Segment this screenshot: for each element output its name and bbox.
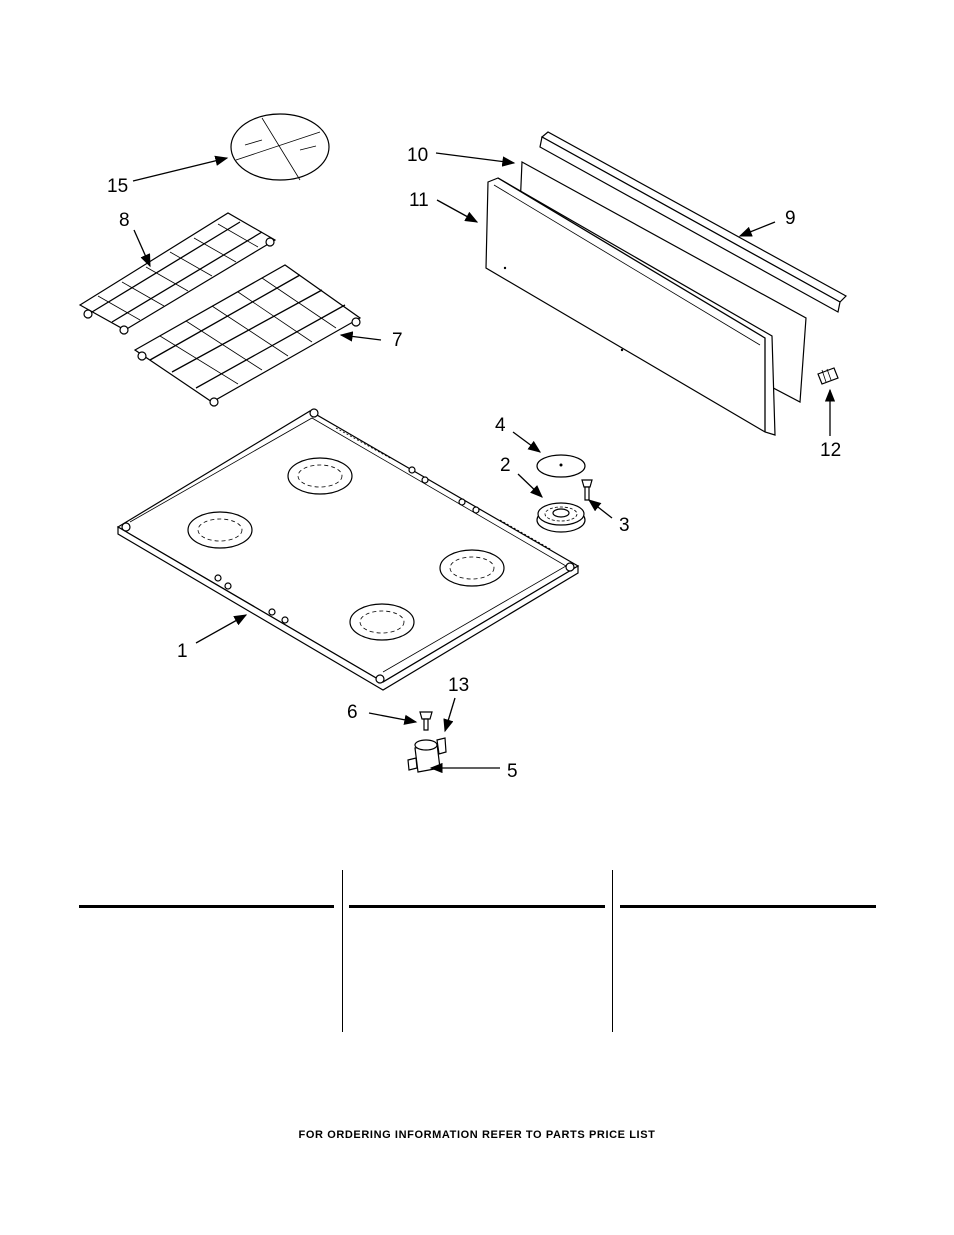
- callout-1: 1: [177, 641, 188, 662]
- parts-exploded-diagram: 15 8 10 11 9 7 4 2 3 12 1 13 6 5: [78, 113, 847, 782]
- backguard-part: [485, 177, 776, 436]
- callout-15: 15: [107, 176, 128, 197]
- callout-7: 7: [392, 330, 403, 351]
- burner-grate-left-part: [78, 212, 277, 335]
- burner-cap-part: [536, 454, 586, 478]
- grate-pad-part: [230, 113, 330, 181]
- table-header-rule-3: [620, 905, 876, 908]
- callout-10: 10: [407, 145, 428, 166]
- burner-grate-right-part: [133, 264, 362, 407]
- callout-13: 13: [448, 675, 469, 696]
- table-column-divider-1: [342, 870, 343, 1032]
- burner-head-part: [536, 502, 586, 533]
- cooktop-part: [116, 408, 580, 691]
- table-column-divider-2: [612, 870, 613, 1032]
- screw-part-12: [817, 367, 839, 385]
- backguard-trim-part: [539, 131, 847, 313]
- callout-9: 9: [785, 208, 796, 229]
- table-header-rule-1: [79, 905, 334, 908]
- ordering-info-footer: FOR ORDERING INFORMATION REFER TO PARTS …: [298, 1129, 656, 1141]
- callout-6: 6: [347, 702, 358, 723]
- callout-leaders: [132, 152, 836, 774]
- screw-part-6: [419, 711, 433, 731]
- callout-5: 5: [507, 761, 518, 782]
- callout-11: 11: [409, 190, 429, 211]
- callout-4: 4: [495, 415, 506, 436]
- valve-part: [407, 737, 447, 773]
- screw-part-3: [581, 479, 593, 501]
- callout-12: 12: [820, 440, 841, 461]
- callout-2: 2: [500, 455, 511, 476]
- burner-base: [187, 457, 505, 641]
- callout-3: 3: [619, 515, 630, 536]
- callout-8: 8: [119, 210, 130, 231]
- table-header-rule-2: [349, 905, 605, 908]
